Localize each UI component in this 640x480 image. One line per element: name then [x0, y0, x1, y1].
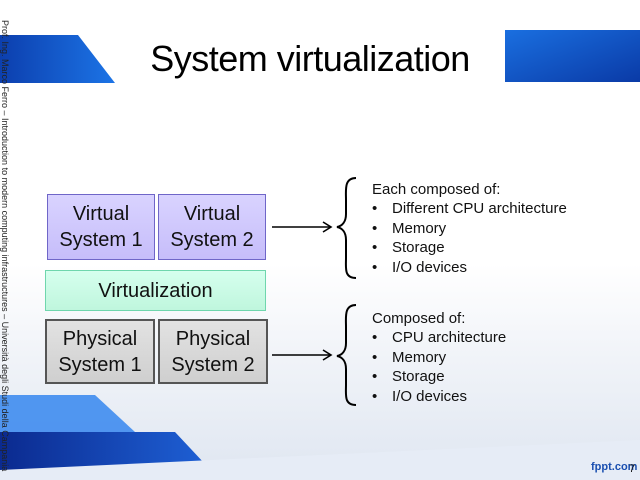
bottom-sweep: [0, 440, 640, 480]
list-item-text: Storage: [392, 239, 445, 257]
list-item-text: CPU architecture: [392, 329, 507, 347]
bullet-icon: •: [372, 200, 378, 218]
virtualization-label: Virtualization: [98, 279, 213, 302]
list-item-text: I/O devices: [392, 387, 468, 405]
physical-details-heading: Composed of:: [372, 310, 466, 327]
bottom-light-shape: [0, 395, 135, 432]
top-left-shape: [0, 35, 115, 83]
physical-system-2-box: Physical System 2: [158, 319, 268, 384]
physical-details-list: • CPU architecture • Memory • Storage • I/O …: [372, 328, 506, 406]
list-item-text: Memory: [392, 219, 447, 237]
page-number: 7: [629, 463, 636, 475]
list-item: • CPU architecture: [372, 328, 506, 347]
virtual-details-heading: Each composed of:: [372, 181, 501, 198]
virtual-system-2-label: Virtual System 2: [170, 203, 254, 251]
physical-system-1-label: Physical System 1: [58, 327, 142, 376]
brace-physical: [336, 304, 357, 406]
virtualization-layer-box: Virtualization: [45, 270, 266, 311]
list-item-text: Memory: [392, 348, 447, 366]
bullet-icon: •: [372, 387, 378, 405]
virtual-details-list: • Different CPU architecture • Memory • Sto…: [372, 199, 567, 277]
virtual-system-1-box: Virtual System 1: [47, 194, 155, 260]
bullet-icon: •: [372, 258, 378, 276]
brace-virtual: [336, 177, 357, 279]
bullet-icon: •: [372, 348, 378, 366]
bullet-icon: •: [372, 219, 378, 237]
arrow-virtual: [272, 221, 333, 233]
list-item: • I/O devices: [372, 387, 506, 406]
slide-title: System virtualization: [150, 38, 470, 79]
list-item: • Memory: [372, 348, 506, 367]
list-item: • Memory: [372, 219, 567, 238]
bullet-icon: •: [372, 368, 378, 386]
list-item: • I/O devices: [372, 258, 567, 277]
list-item-text: I/O devices: [392, 258, 468, 276]
virtual-system-1-label: Virtual System 1: [59, 203, 143, 251]
list-item: • Storage: [372, 367, 506, 386]
list-item: • Storage: [372, 238, 567, 257]
top-right-shape: [505, 30, 640, 82]
arrow-physical: [272, 349, 333, 361]
list-item-text: Storage: [392, 368, 445, 386]
side-footer-text: Prof. Ing. Marco Ferro – Introduction to…: [0, 20, 10, 472]
bullet-icon: •: [372, 329, 378, 347]
bullet-icon: •: [372, 239, 378, 257]
physical-system-1-box: Physical System 1: [45, 319, 155, 384]
virtual-system-2-box: Virtual System 2: [158, 194, 266, 260]
physical-system-2-label: Physical System 2: [171, 327, 255, 376]
fppt-logo: fppt.com: [591, 461, 638, 473]
list-item: • Different CPU architecture: [372, 199, 567, 218]
virtual-details: Each composed of: • Different CPU archite…: [372, 180, 567, 277]
physical-details: Composed of: • CPU architecture • Memory •…: [372, 309, 506, 406]
list-item-text: Different CPU architecture: [392, 200, 567, 218]
